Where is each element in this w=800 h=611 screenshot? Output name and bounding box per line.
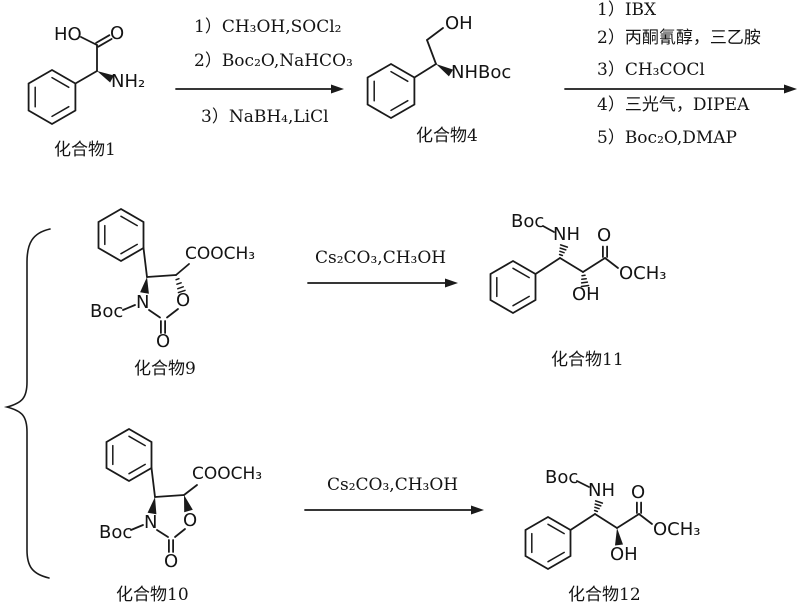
c9-n-label: N (136, 292, 150, 313)
step2-condition-5: 5）Boc₂O,DMAP (597, 128, 737, 148)
dashed-wedge-bond (558, 244, 569, 257)
compound-9-structure (97, 207, 190, 334)
wedge-bond (436, 64, 454, 77)
compound-1-structure (27, 34, 114, 126)
compound-11-label: 化合物11 (551, 350, 624, 370)
step4-condition: Cs₂CO₃,CH₃OH (327, 475, 459, 495)
benzene-ring (97, 207, 145, 263)
dashed-wedge-bond (580, 274, 590, 288)
c9-ester-label: COOCH₃ (185, 244, 256, 264)
compound-9-label: 化合物9 (134, 359, 196, 379)
wedge-bond (615, 528, 623, 546)
arrow-step4 (304, 505, 484, 515)
brace (3, 228, 51, 579)
c12-nh-label: NH (588, 480, 615, 501)
c11-carbonyl-o-label: O (597, 225, 612, 246)
step2-condition-4: 4）三光气，DIPEA (597, 95, 750, 115)
c9-carbonyl-o-label: O (156, 331, 171, 352)
compound-12-label: 化合物12 (568, 585, 641, 605)
c10-n-label: N (144, 512, 158, 533)
step2-condition-3: 3）CH₃COCl (597, 60, 705, 80)
c9-boc-label: Boc (90, 301, 124, 322)
c10-ester-label: COOCH₃ (192, 464, 263, 484)
c1-o-label: O (110, 23, 125, 44)
compound-11-structure (489, 225, 619, 315)
c10-boc-label: Boc (99, 522, 133, 543)
compound-4-label: 化合物4 (416, 126, 478, 146)
benzene-ring (105, 427, 153, 483)
c12-oh-label: OH (610, 544, 638, 565)
dashed-wedge-bond (593, 500, 604, 513)
c10-ring-o-label: O (183, 510, 198, 531)
step1-condition-1: 1）CH₃OH,SOCl₂ (194, 17, 342, 37)
wedge-bond (97, 71, 114, 83)
c4-oh-label: OH (445, 13, 473, 34)
c1-nh2-label: NH₂ (111, 71, 146, 92)
step3-condition: Cs₂CO₃,CH₃OH (315, 248, 447, 268)
c11-boc-label: Boc (511, 211, 545, 232)
compound-10-label: 化合物10 (116, 585, 189, 605)
wedge-bond (184, 495, 193, 513)
c12-carbonyl-o-label: O (631, 482, 646, 503)
c11-nh-label: NH (553, 224, 580, 245)
wedge-bond (140, 277, 149, 294)
arrow-step2 (564, 84, 797, 94)
compound-1-label: 化合物1 (54, 140, 116, 160)
c12-ome-label: OCH₃ (653, 519, 701, 540)
arrow-step1 (175, 84, 344, 94)
c9-ring-o-label: O (176, 290, 191, 311)
step1-condition-3: 3）NaBH₄,LiCl (201, 107, 329, 127)
dashed-wedge-bond (175, 277, 186, 294)
compound-12-structure (524, 480, 653, 571)
compound-4-structure (366, 27, 454, 120)
step2-condition-2: 2）丙酮氰醇，三乙胺 (597, 28, 761, 48)
c1-ho-label: HO (54, 24, 82, 45)
c4-nhboc-label: NHBoc (451, 62, 512, 83)
c11-oh-label: OH (572, 284, 600, 305)
arrow-step3 (307, 278, 458, 288)
step1-condition-2: 2）Boc₂O,NaHCO₃ (194, 51, 353, 71)
c10-carbonyl-o-label: O (164, 551, 179, 572)
compound-10-structure (105, 427, 198, 553)
wedge-bond (147, 497, 157, 515)
c12-boc-label: Boc (545, 467, 579, 488)
step2-condition-1: 1）IBX (597, 0, 657, 20)
c11-ome-label: OCH₃ (619, 263, 667, 284)
